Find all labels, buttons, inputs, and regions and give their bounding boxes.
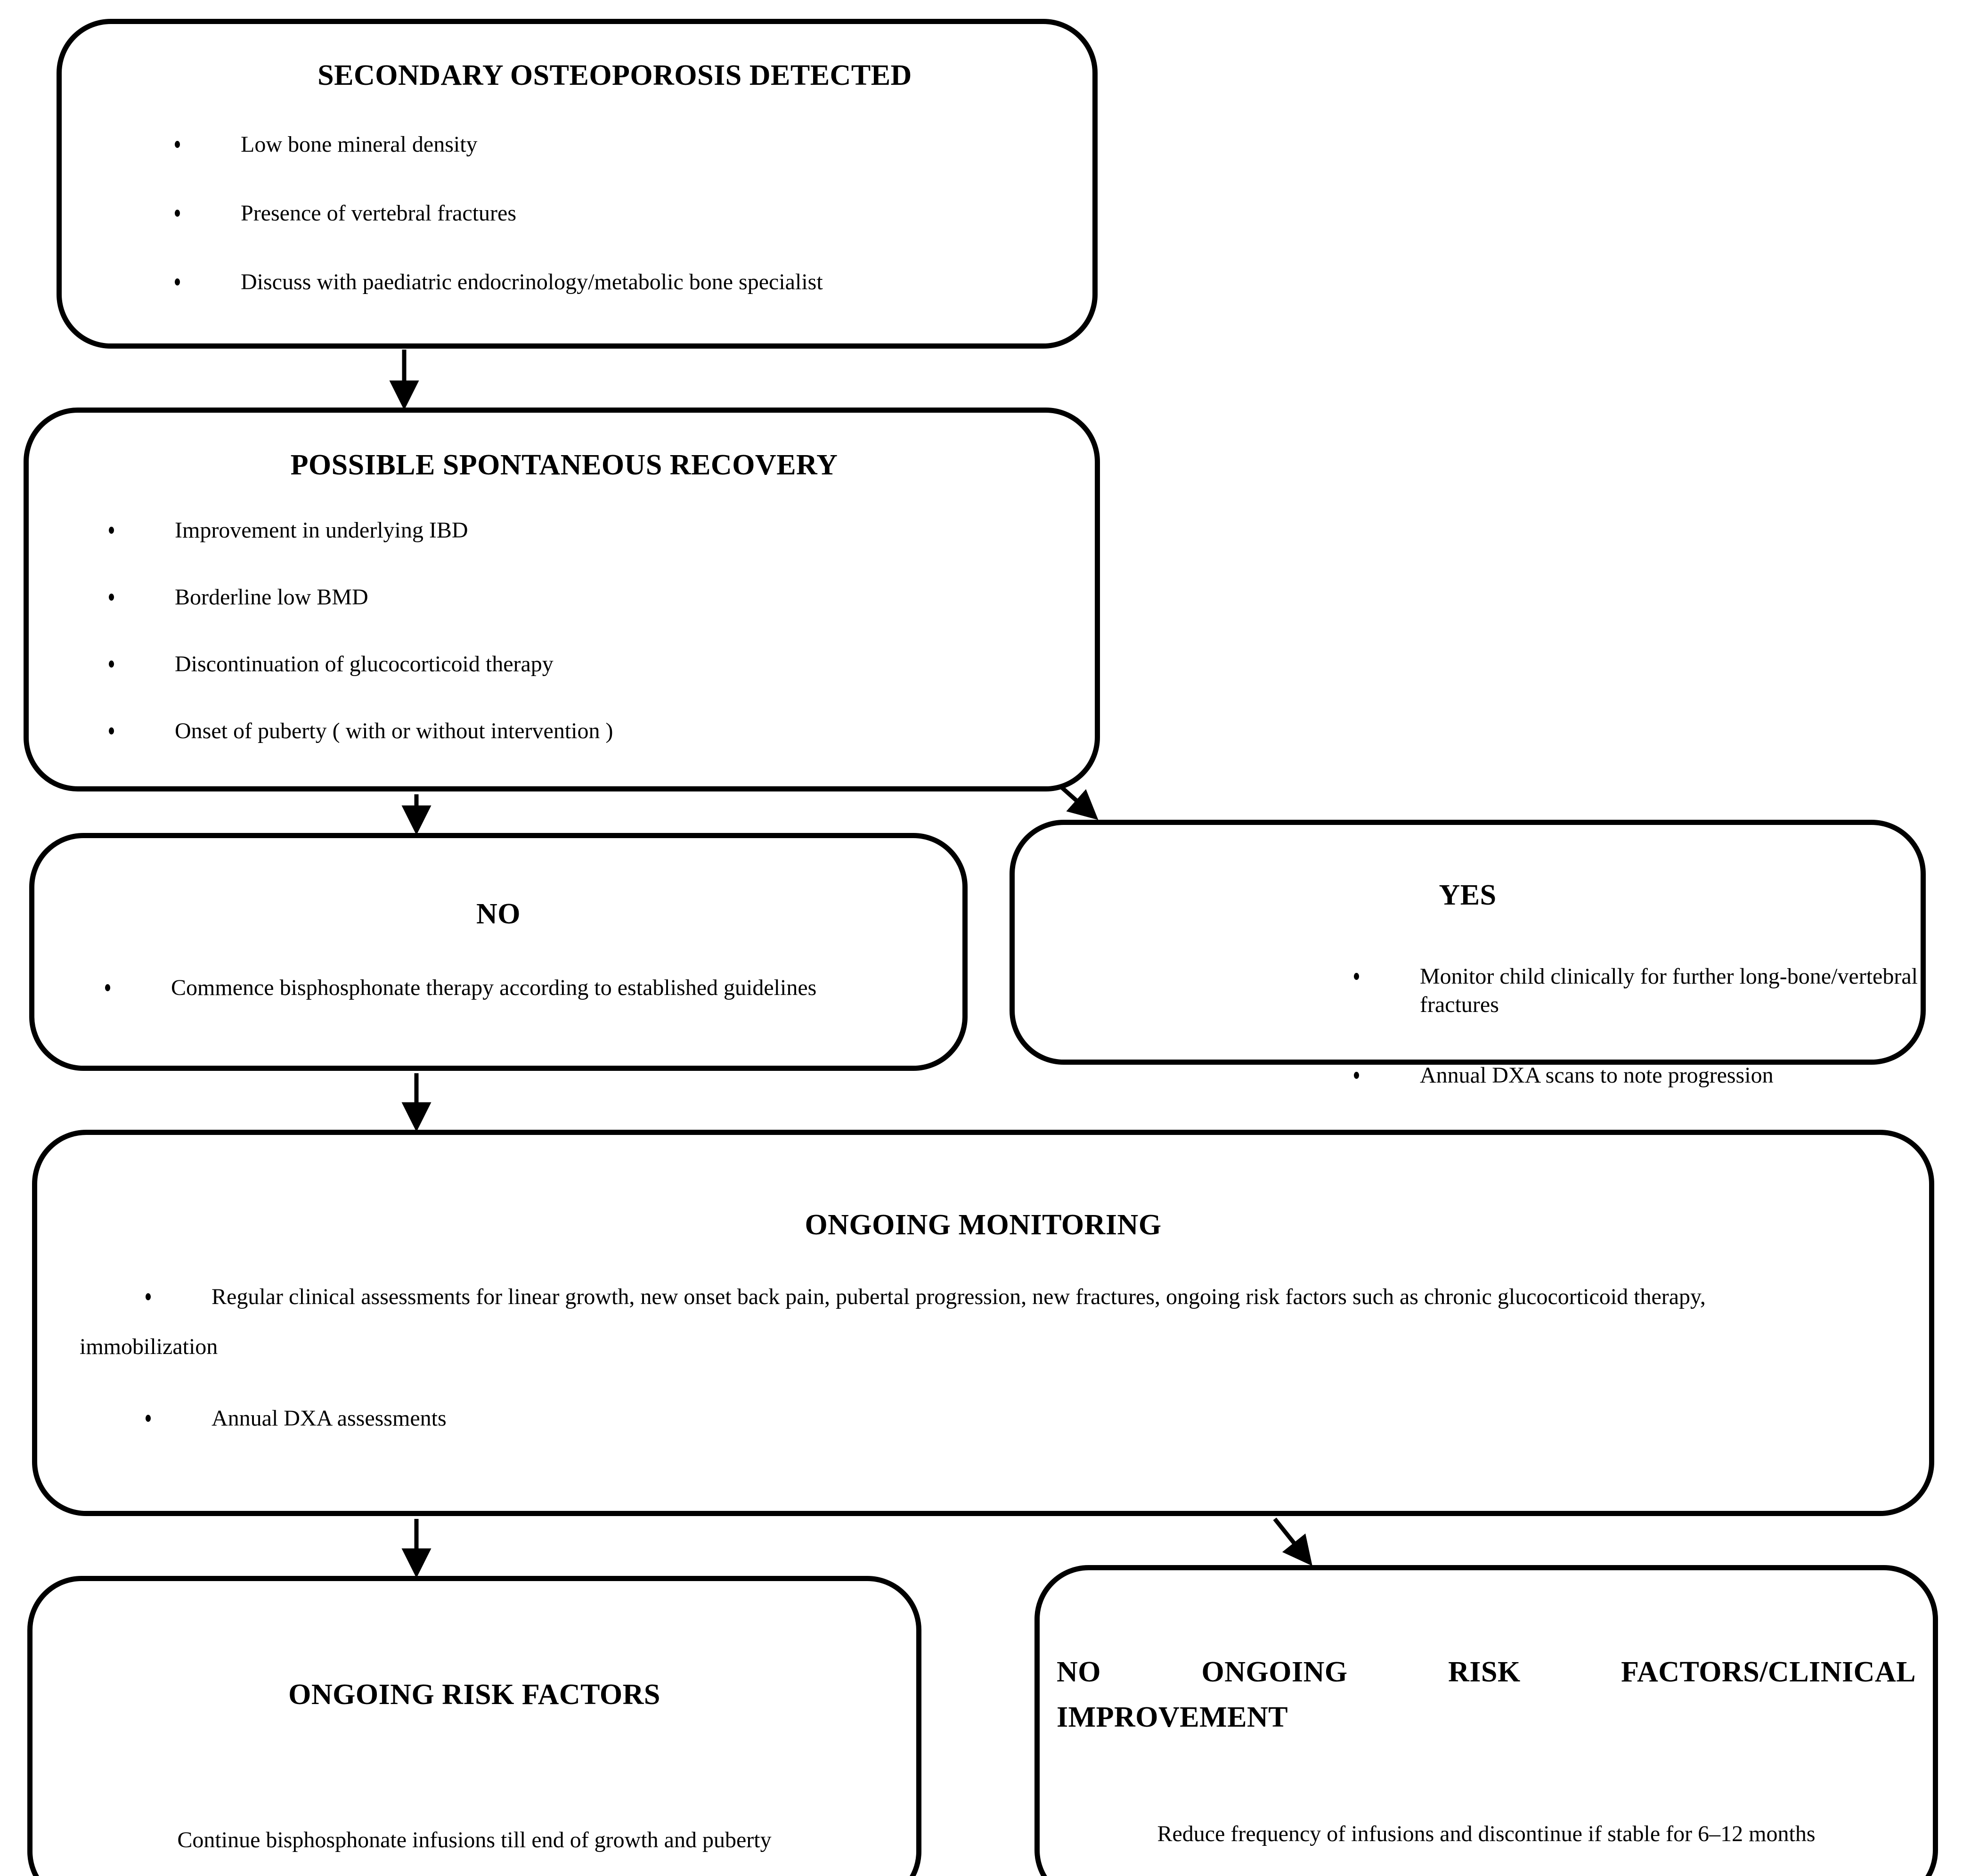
node-body-text: Reduce frequency of infusions and discon… xyxy=(1157,1821,1816,1847)
list-item: Onset of puberty ( with or without inter… xyxy=(109,717,1095,745)
node-body-text: Continue bisphosphonate infusions till e… xyxy=(177,1827,772,1852)
node-heading: POSSIBLE SPONTANEOUS RECOVERY xyxy=(290,449,838,481)
bullet-list: Commence bisphosphonate therapy accordin… xyxy=(105,974,962,1002)
list-item: Annual DXA assessments xyxy=(146,1404,1929,1433)
list-item: Monitor child clinically for further lon… xyxy=(1354,962,1921,1019)
list-item: Borderline low BMD xyxy=(109,583,1095,612)
bullet-list: Regular clinical assessments for linear … xyxy=(146,1283,1929,1311)
node-yes[interactable]: YES Monitor child clinically for further… xyxy=(1010,820,1926,1088)
connector-monitoring-to-norisk xyxy=(1273,1517,1312,1566)
list-item: Presence of vertebral fractures xyxy=(175,199,1092,228)
bullet-list: Improvement in underlying IBD Borderline… xyxy=(109,516,1095,745)
list-item: Annual DXA scans to note progression xyxy=(1354,1061,1921,1090)
node-no-ongoing-risk-factors-clinical-improvement[interactable]: NO ONGOING RISK FACTORS/CLINICAL IMPROVE… xyxy=(1034,1565,1938,1876)
node-heading: NO xyxy=(476,898,521,930)
node-heading-line-2: IMPROVEMENT xyxy=(1057,1701,1288,1734)
node-heading: YES xyxy=(1439,879,1497,911)
node-possible-spontaneous-recovery[interactable]: POSSIBLE SPONTANEOUS RECOVERY Improvemen… xyxy=(24,408,1100,791)
bullet-list: Low bone mineral density Presence of ver… xyxy=(175,131,1092,296)
node-heading: SECONDARY OSTEOPOROSIS DETECTED xyxy=(318,59,912,91)
bullet-list-second: Annual DXA assessments xyxy=(146,1404,1929,1433)
node-heading: ONGOING MONITORING xyxy=(805,1209,1162,1241)
list-item: Improvement in underlying IBD xyxy=(109,516,1095,545)
list-item: Regular clinical assessments for linear … xyxy=(146,1283,1929,1311)
list-item: Discontinuation of glucocorticoid therap… xyxy=(109,650,1095,678)
bullet-list: Monitor child clinically for further lon… xyxy=(1354,962,1921,1090)
node-heading: ONGOING RISK FACTORS xyxy=(288,1679,660,1711)
node-ongoing-monitoring[interactable]: ONGOING MONITORING Regular clinical asse… xyxy=(32,1130,1934,1516)
list-item: Commence bisphosphonate therapy accordin… xyxy=(105,974,962,1002)
list-item: Discuss with paediatric endocrinology/me… xyxy=(175,268,1092,296)
list-item: Low bone mineral density xyxy=(175,131,1092,159)
bullet-continuation-text: immobilization xyxy=(80,1334,218,1359)
node-secondary-osteoporosis-detected[interactable]: SECONDARY OSTEOPOROSIS DETECTED Low bone… xyxy=(57,19,1098,349)
node-ongoing-risk-factors[interactable]: ONGOING RISK FACTORS Continue bisphospho… xyxy=(27,1576,921,1876)
node-heading: NO ONGOING RISK FACTORS/CLINICAL IMPROVE… xyxy=(1057,1649,1916,1740)
node-heading-line-1: NO ONGOING RISK FACTORS/CLINICAL xyxy=(1057,1656,1916,1688)
node-no[interactable]: NO Commence bisphosphonate therapy accor… xyxy=(29,833,968,1071)
